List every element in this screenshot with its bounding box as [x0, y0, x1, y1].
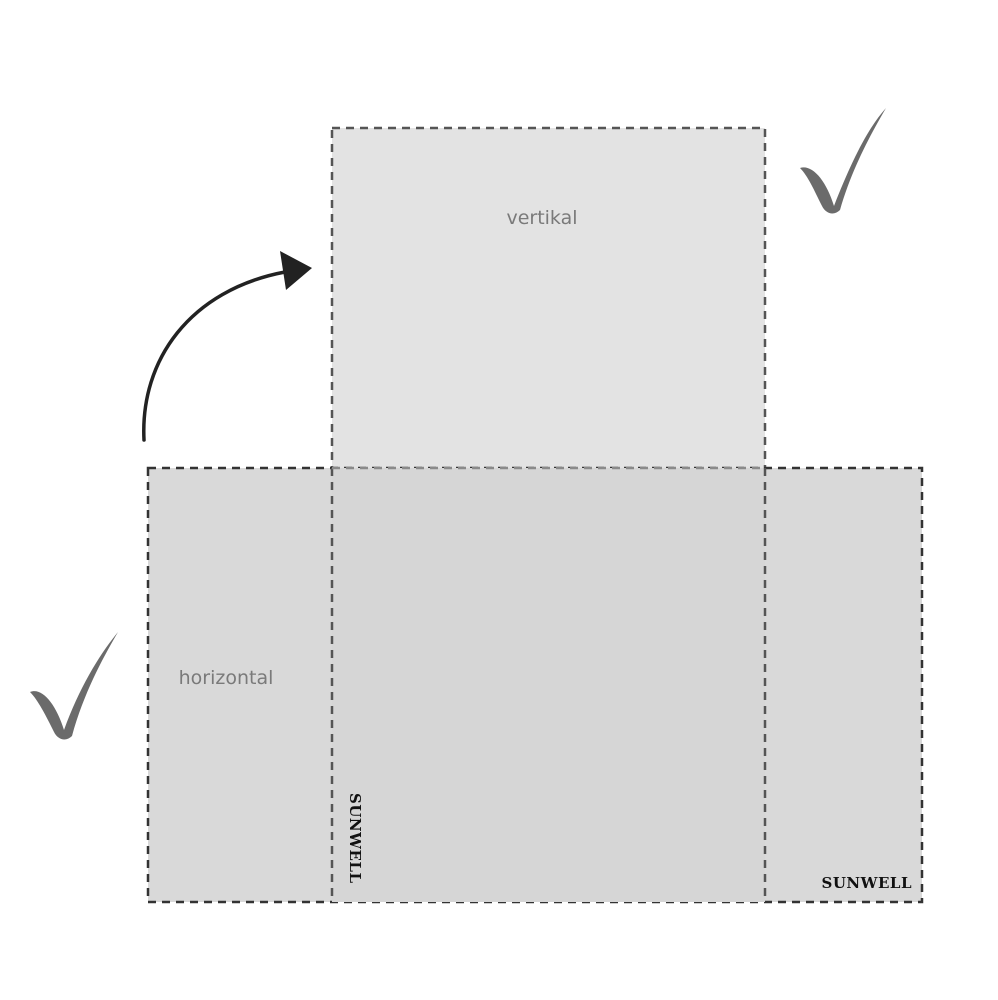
overlap-region	[332, 468, 765, 902]
checkmark-icon	[800, 108, 886, 214]
vertical-label: vertikal	[506, 207, 577, 229]
brand-mark-corner: SUNWELL	[822, 874, 913, 892]
vertical-panel	[330, 126, 767, 472]
checkmark-icon-left	[30, 632, 118, 740]
brand-mark-rotated: SUNWELL	[346, 793, 364, 884]
curved-arrow-icon	[142, 251, 312, 442]
horizontal-label: horizontal	[179, 667, 274, 689]
